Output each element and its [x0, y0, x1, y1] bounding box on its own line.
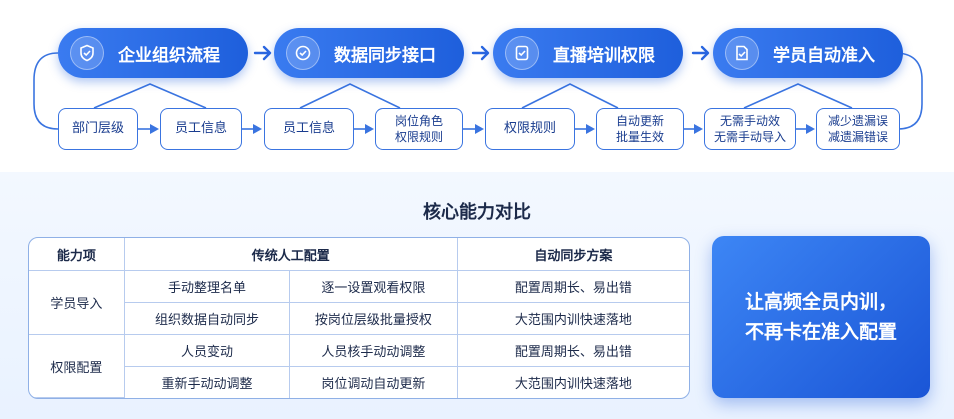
table-cell: 配置周期长、易出错: [457, 335, 689, 368]
flow-step-1: 企业组织流程: [58, 28, 248, 78]
check-shield-icon: [70, 36, 104, 70]
table-group-cell: 学员导入: [29, 271, 125, 336]
table-cell: 大范围内训快速落地: [457, 303, 689, 336]
sub-label: 部门层级: [71, 121, 124, 136]
flow-step-3: 直播培训权限: [493, 28, 683, 78]
highlight-card: 让高频全员内训， 不再卡在准入配置: [712, 236, 930, 398]
table-cell: 人员核手动动调整: [290, 335, 458, 368]
flow-step-label: 企业组织流程: [118, 45, 220, 66]
arrow-right-icon: [253, 45, 272, 61]
table-row: 学员导入 手动整理名单 逐一设置观看权限 配置周期长、易出错: [29, 271, 689, 336]
flow-sub-item: 减少遗漏误减遗漏错误: [816, 108, 900, 150]
table-cell: 手动整理名单: [124, 271, 291, 304]
sub-label: 减遗漏错误: [827, 130, 888, 144]
table-cell: 配置周期长、易出错: [457, 271, 689, 304]
highlight-line: 不再卡在准入配置: [744, 321, 897, 343]
flow-sub-item: 部门层级: [58, 108, 138, 150]
table-header: 传统人工配置: [124, 238, 458, 271]
comparison-table: 能力项 传统人工配置 自动同步方案 学员导入 手动整理名单 逐一设置观看权限 配…: [28, 237, 690, 399]
sub-label: 岗位角色: [394, 114, 443, 128]
table-header-row: 能力项 传统人工配置 自动同步方案: [29, 238, 689, 271]
table-header: 自动同步方案: [457, 238, 689, 271]
highlight-line: 让高频全员内训，: [744, 291, 897, 313]
flow-step-label: 数据同步接口: [334, 45, 436, 66]
flow-connectors: [33, 52, 923, 134]
table-cell: 逐一设置观看权限: [290, 271, 458, 304]
comparison-title: 核心能力对比: [423, 202, 531, 223]
arrow-right-icon: [691, 45, 710, 61]
sync-icon: [286, 36, 320, 70]
flow-sub-item: 权限规则: [485, 108, 575, 150]
sub-label: 自动更新: [615, 114, 664, 128]
sub-label: 员工信息: [174, 121, 227, 136]
flow-step-2: 数据同步接口: [274, 28, 464, 78]
flow-sub-item: 岗位角色权限规则: [375, 108, 463, 150]
sub-label: 减少遗漏误: [827, 114, 888, 128]
flow-step-label: 直播培训权限: [553, 45, 655, 66]
sub-label: 批量生效: [615, 130, 664, 144]
table-row: 权限配置 人员变动 人员核手动动调整 配置周期长、易出错: [29, 335, 689, 398]
flow-sub-item: 无需手动效无需手动导入: [704, 108, 796, 150]
checklist-icon: [505, 36, 539, 70]
table-cell: 人员变动: [124, 335, 291, 368]
arrow-right-icon: [471, 45, 490, 61]
table-cell: 岗位调动自动更新: [290, 367, 458, 398]
flow-sub-item: 员工信息: [264, 108, 354, 150]
sub-label: 无需手动导入: [713, 130, 786, 144]
table-group-cell: 权限配置: [29, 335, 125, 398]
flow-step-4: 学员自动准入: [713, 28, 903, 78]
flow-step-label: 学员自动准入: [773, 45, 875, 66]
table-cell: 大范围内训快速落地: [514, 377, 632, 393]
table-cell: 重新手动动调整: [125, 367, 291, 398]
table-cell: 按岗位层级批量授权: [290, 303, 458, 336]
sub-label: 权限规则: [394, 130, 443, 144]
table-cell: 组织数据自动同步: [124, 303, 291, 336]
sub-label: 无需手动效: [719, 114, 780, 128]
table-row: 组织数据自动同步 按岗位层级批量授权 大范围内训快速落地: [29, 303, 689, 336]
flow-sub-item: 自动更新批量生效: [596, 108, 684, 150]
table-row: 重新手动动调整 岗位调动自动更新 大范围内训快速落地: [29, 367, 689, 398]
flow-sub-item: 员工信息: [160, 108, 242, 150]
sub-label: 权限规则: [503, 121, 556, 136]
table-header: 能力项: [29, 238, 125, 271]
sub-label: 员工信息: [282, 121, 335, 136]
check-document-icon: [725, 36, 759, 70]
